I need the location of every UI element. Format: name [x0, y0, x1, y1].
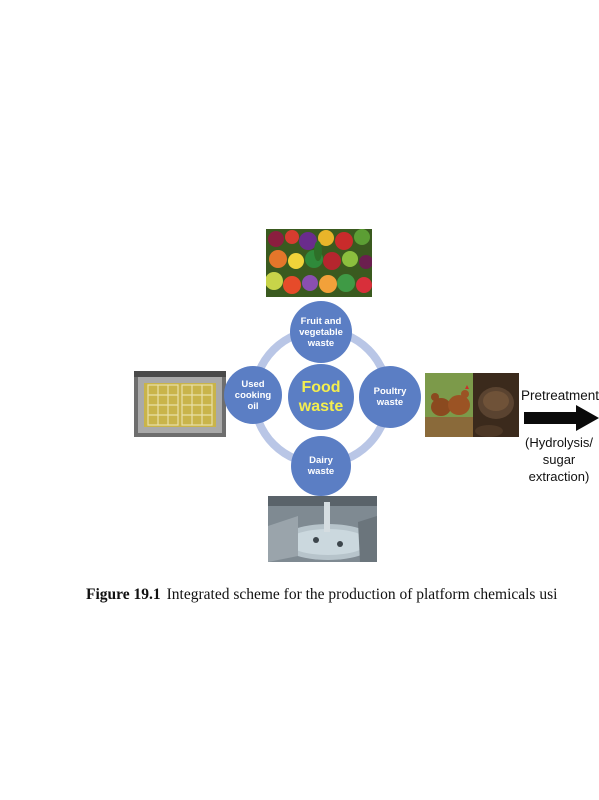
center-node-label: Food waste	[298, 379, 344, 415]
center-node-food-waste: Food waste	[288, 364, 354, 430]
fruit-vegetable-photo	[266, 229, 372, 297]
node-dairy-waste: Dairy waste	[291, 436, 351, 496]
node-dairy-waste-label: Dairy waste	[307, 455, 335, 477]
dairy-photo	[268, 496, 377, 562]
cooking-oil-photo	[134, 371, 226, 437]
pretreatment-heading: Pretreatment	[521, 388, 599, 403]
node-fruit-vegetable-waste: Fruit and vegetable waste	[290, 301, 352, 363]
node-fruit-vegetable-label: Fruit and vegetable waste	[299, 315, 343, 349]
figure-caption-text: Integrated scheme for the production of …	[166, 586, 558, 603]
node-poultry-waste-label: Poultry waste	[373, 386, 407, 408]
figure-caption: Figure 19.1 Integrated scheme for the pro…	[86, 586, 557, 604]
poultry-photo	[425, 373, 519, 437]
node-poultry-waste: Poultry waste	[359, 366, 421, 428]
pretreatment-subtext: (Hydrolysis/ sugar extraction)	[525, 435, 593, 484]
node-used-cooking-oil-label: Used cooking oil	[234, 378, 272, 412]
pretreatment-arrow-icon	[524, 405, 599, 431]
figure-caption-label: Figure 19.1	[86, 586, 161, 603]
node-used-cooking-oil: Used cooking oil	[224, 366, 282, 424]
